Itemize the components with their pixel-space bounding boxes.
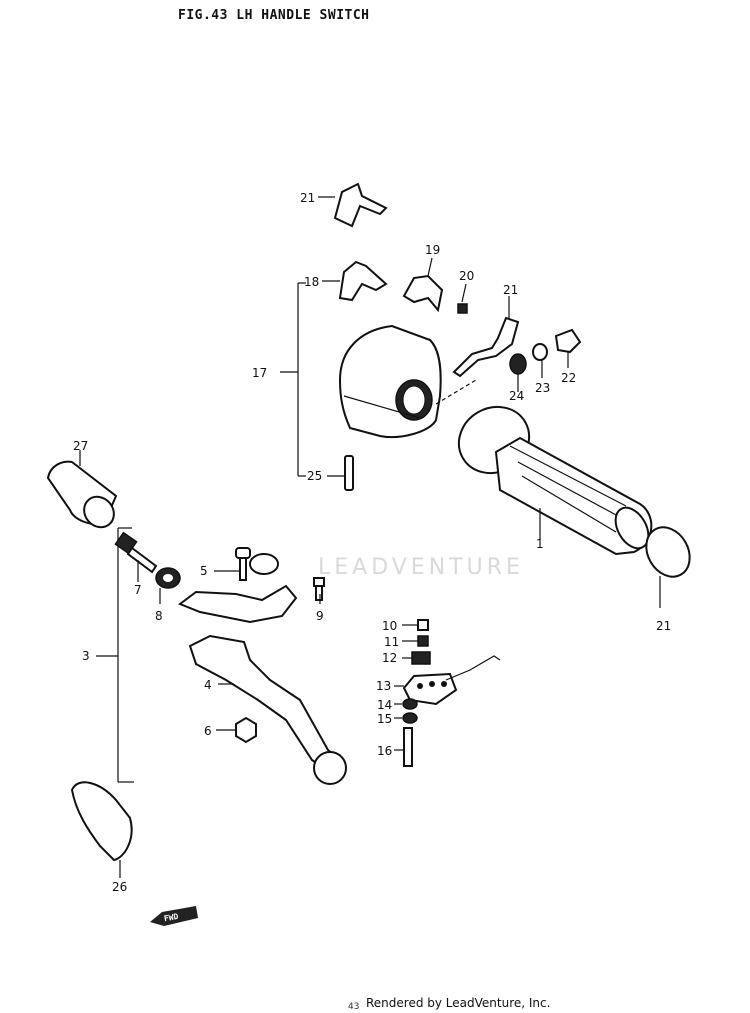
callout-27: 27	[73, 439, 88, 453]
part-6-nut	[216, 716, 257, 744]
part-27-lever-cover	[46, 450, 118, 529]
part-1-handle-grip	[457, 405, 653, 556]
part-19-switch-knob	[402, 257, 444, 313]
callout-23: 23	[535, 381, 550, 395]
callout-20: 20	[459, 269, 474, 283]
callout-11: 11	[384, 635, 399, 649]
assembly-leader-line	[435, 379, 477, 405]
part-9-screw	[313, 577, 325, 604]
part-10-screw	[402, 619, 429, 631]
callout-18: 18	[304, 275, 319, 289]
part-3-lever-assembly-bracket	[96, 527, 134, 783]
callout-22: 22	[561, 371, 576, 385]
part-5-adjuster-screw	[214, 547, 251, 581]
part-12-contact	[402, 651, 431, 665]
part-21-top-clip	[318, 182, 388, 228]
callout-17: 17	[252, 366, 267, 380]
part-8-washer	[155, 567, 181, 604]
footer-credit: Rendered by LeadVenture, Inc.	[366, 996, 551, 1010]
callout-21-top: 21	[300, 191, 315, 205]
page-number-mark: 43	[348, 1002, 360, 1012]
callout-14: 14	[377, 698, 392, 712]
callout-1: 1	[536, 537, 544, 551]
part-26-dust-boot	[70, 781, 133, 878]
callout-12: 12	[382, 651, 397, 665]
callout-3: 3	[82, 649, 90, 663]
part-7-bolt	[114, 531, 158, 582]
watermark-text: LEADVENTURE	[318, 555, 524, 580]
fwd-label: FWD	[163, 912, 179, 923]
part-20-screw	[457, 283, 468, 314]
part-21-switch-lever	[452, 296, 520, 378]
callout-13: 13	[376, 679, 391, 693]
part-16-screw	[394, 727, 413, 767]
fwd-direction-badge: FWD	[150, 906, 198, 926]
part-23-detent-ball	[532, 343, 548, 378]
callout-19: 19	[425, 243, 440, 257]
callout-24: 24	[509, 389, 524, 403]
callout-4: 4	[204, 678, 212, 692]
part-21-grip-end-cap	[645, 526, 691, 608]
callout-10: 10	[382, 619, 397, 633]
part-18-switch-cover	[322, 260, 388, 302]
callout-5: 5	[200, 564, 208, 578]
part-15-washer	[394, 712, 418, 724]
callout-21-grip: 21	[656, 619, 671, 633]
part-22-detent-plate	[554, 328, 582, 368]
part-24-spring	[509, 353, 527, 392]
part-lever-holder	[177, 553, 298, 624]
callout-21-switch: 21	[503, 283, 518, 297]
callout-7: 7	[134, 583, 142, 597]
part-13-switch-base-wire	[394, 655, 501, 706]
callout-26: 26	[112, 880, 127, 894]
callout-6: 6	[204, 724, 212, 738]
callout-16: 16	[377, 744, 392, 758]
part-11-spring	[402, 635, 429, 647]
figure-title: FIG.43 LH HANDLE SWITCH	[178, 8, 370, 23]
callout-15: 15	[377, 712, 392, 726]
callout-25: 25	[307, 469, 322, 483]
part-14-washer	[394, 698, 418, 710]
callout-8: 8	[155, 609, 163, 623]
part-25-pin	[327, 455, 354, 491]
part-17-switch-housing	[280, 282, 442, 477]
callout-9: 9	[316, 609, 324, 623]
part-4-clutch-lever	[188, 634, 347, 785]
